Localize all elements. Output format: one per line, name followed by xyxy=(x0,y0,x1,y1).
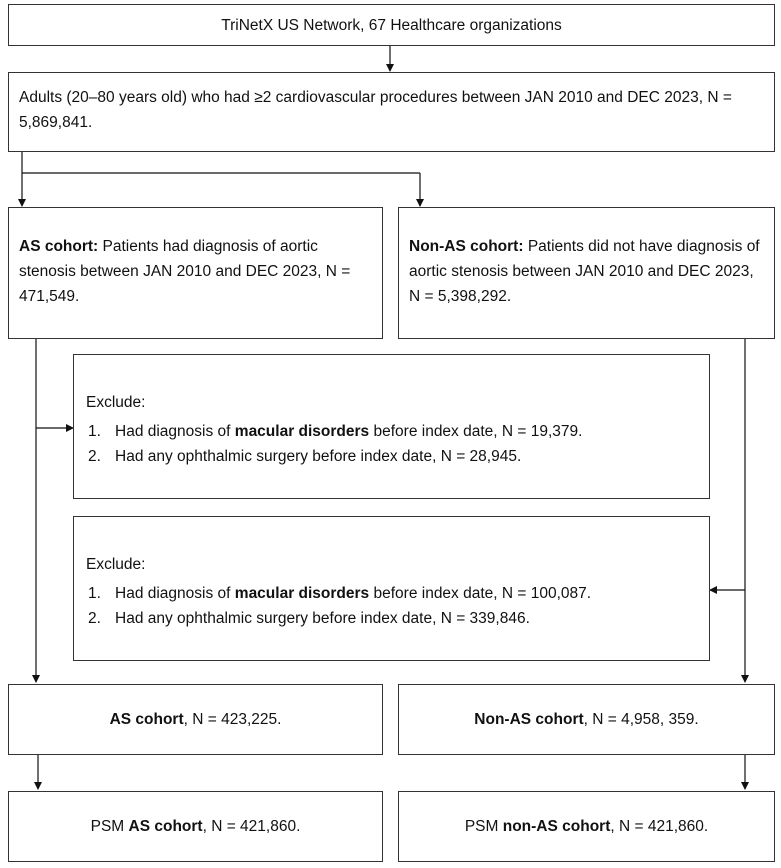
exclude-as-item-1-post: before index date, N = 19,379. xyxy=(369,423,583,440)
exclude-non-as-item-2-text: Had any ophthalmic surgery before index … xyxy=(115,610,530,627)
non-as-final-box: Non-AS cohort, N = 4,958, 359. xyxy=(398,684,775,755)
exclude-non-as-item-1-pre: Had diagnosis of xyxy=(115,585,235,602)
non-as-cohort-label: Non-AS cohort: xyxy=(409,238,524,255)
network-text: TriNetX US Network, 67 Healthcare organi… xyxy=(221,13,562,38)
non-as-final-text: , N = 4,958, 359. xyxy=(583,711,699,728)
as-cohort-text: Patients had diagnosis of aortic stenosi… xyxy=(19,238,351,305)
exclude-non-as-item-1: 1. Had diagnosis of macular disorders be… xyxy=(86,581,697,606)
adults-box: Adults (20–80 years old) who had ≥2 card… xyxy=(8,72,775,152)
exclude-non-as-box: Exclude: 1. Had diagnosis of macular dis… xyxy=(73,516,710,661)
psm-as-box: PSM AS cohort, N = 421,860. xyxy=(8,791,383,862)
as-cohort-label: AS cohort: xyxy=(19,238,99,255)
exclude-as-box: Exclude: 1. Had diagnosis of macular dis… xyxy=(73,354,710,499)
exclude-as-item-2-text: Had any ophthalmic surgery before index … xyxy=(115,448,522,465)
network-name: TriNetX US Network, xyxy=(221,16,369,34)
exclude-as-item-1-pre: Had diagnosis of xyxy=(115,423,235,440)
exclude-non-as-item-1-bold: macular disorders xyxy=(234,585,370,602)
psm-as-label: AS cohort xyxy=(128,818,203,835)
network-box: TriNetX US Network, 67 Healthcare organi… xyxy=(8,4,775,46)
exclude-non-as-item-1-num: 1. xyxy=(88,585,101,602)
as-cohort-box: AS cohort: Patients had diagnosis of aor… xyxy=(8,207,383,339)
non-as-cohort-text: Patients did not have diagnosis of aorti… xyxy=(409,238,760,305)
psm-as-text: , N = 421,860. xyxy=(202,818,301,835)
exclude-as-item-1: 1. Had diagnosis of macular disorders be… xyxy=(86,419,697,444)
exclude-as-item-1-num: 1. xyxy=(88,423,101,440)
network-org-count: 67 Healthcare organizations xyxy=(368,16,562,34)
exclude-as-title: Exclude: xyxy=(86,394,146,411)
exclude-as-item-2-num: 2. xyxy=(88,448,101,465)
exclude-as-item-1-bold: macular disorders xyxy=(234,423,370,440)
exclude-non-as-title: Exclude: xyxy=(86,556,146,573)
psm-non-as-prefix: PSM xyxy=(464,818,503,835)
as-final-box: AS cohort, N = 423,225. xyxy=(8,684,383,755)
exclude-non-as-item-1-post: before index date, N = 100,087. xyxy=(369,585,592,602)
psm-non-as-text: , N = 421,860. xyxy=(610,818,709,835)
exclude-non-as-item-2: 2. Had any ophthalmic surgery before ind… xyxy=(86,606,697,631)
psm-non-as-box: PSM non-AS cohort, N = 421,860. xyxy=(398,791,775,862)
exclude-as-item-2: 2. Had any ophthalmic surgery before ind… xyxy=(86,444,697,469)
psm-non-as-label: non-AS cohort xyxy=(502,818,611,835)
as-final-label: AS cohort xyxy=(109,711,184,728)
adults-text: Adults (20–80 years old) who had ≥2 card… xyxy=(19,89,732,131)
as-final-text: , N = 423,225. xyxy=(183,711,282,728)
exclude-non-as-item-2-num: 2. xyxy=(88,610,101,627)
non-as-final-label: Non-AS cohort xyxy=(474,711,584,728)
non-as-cohort-box: Non-AS cohort: Patients did not have dia… xyxy=(398,207,775,339)
psm-as-prefix: PSM xyxy=(90,818,129,835)
